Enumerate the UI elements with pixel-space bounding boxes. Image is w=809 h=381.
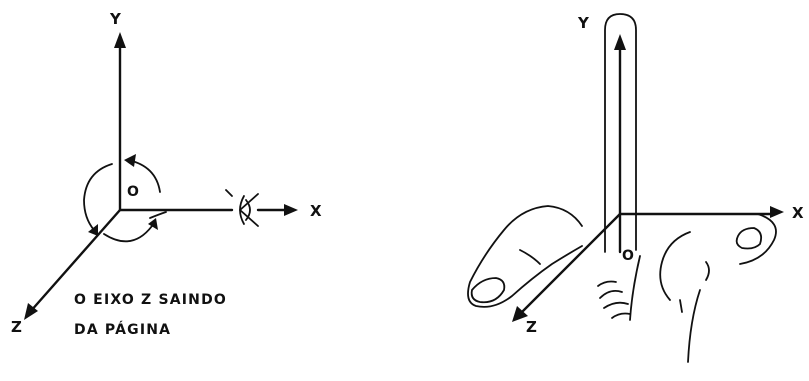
- right-x-axis-label: X: [792, 204, 804, 222]
- left-x-axis: [120, 204, 298, 216]
- right-z-axis: [512, 214, 620, 322]
- left-origin-label: O: [127, 184, 139, 200]
- left-caption-line1: O EIXO Z SAINDO: [74, 292, 227, 308]
- left-caption-line2: DA PÁGINA: [74, 321, 171, 338]
- eye-icon: [226, 190, 258, 226]
- right-origin-label: O: [622, 248, 634, 264]
- right-hand-icon: [468, 14, 776, 362]
- right-z-axis-label: Z: [526, 318, 537, 336]
- right-y-axis-label: Y: [577, 14, 590, 32]
- left-z-axis-label: Z: [11, 318, 22, 336]
- rotation-arrow-icon: [84, 154, 166, 241]
- left-x-axis-label: X: [310, 202, 322, 220]
- right-axes-diagram: Y X Z O: [468, 14, 804, 362]
- right-x-axis: [620, 206, 784, 218]
- left-axes-diagram: Y X Z O: [11, 10, 322, 338]
- left-y-axis: [114, 32, 126, 210]
- left-y-axis-label: Y: [109, 10, 122, 28]
